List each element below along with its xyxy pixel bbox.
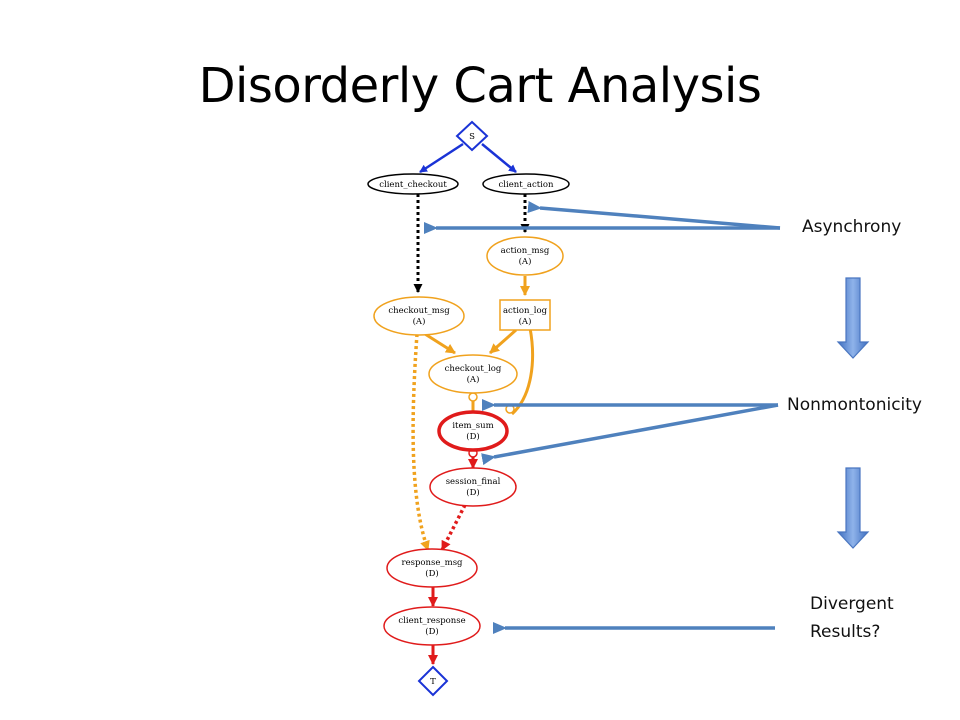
node-client-response: client_response (D) — [383, 606, 481, 646]
edge-checkout-log-to-item-sum — [468, 392, 478, 412]
node-checkout-msg: checkout_msg (A) — [373, 296, 465, 336]
down-arrow-icon — [836, 277, 870, 359]
slide-title: Disorderly Cart Analysis — [198, 58, 762, 114]
divergent-results-line1: Divergent — [810, 594, 894, 614]
svg-text:client_checkout: client_checkout — [379, 180, 447, 190]
svg-text:response_msg: response_msg — [402, 558, 464, 568]
svg-text:(A): (A) — [467, 374, 480, 385]
svg-text:(D): (D) — [425, 626, 438, 637]
edge-session-final-to-response-msg — [440, 504, 467, 551]
svg-text:(A): (A) — [413, 316, 426, 327]
nonmonotonicity-label: Nonmontonicity — [787, 395, 922, 415]
svg-text:checkout_log: checkout_log — [445, 364, 502, 374]
svg-text:(D): (D) — [466, 487, 479, 498]
edge-s-to-client-action — [481, 143, 517, 173]
node-session-final: session_final (D) — [429, 467, 517, 507]
edge-s-to-client-checkout — [419, 142, 464, 174]
edge-checkout-msg-to-response-msg — [411, 333, 430, 551]
down-arrow-icon — [836, 467, 870, 549]
svg-text:action_msg: action_msg — [501, 246, 550, 256]
divergent-results-label: Divergent Results? — [810, 590, 894, 646]
node-start: S — [455, 120, 489, 152]
edge-checkout-msg-to-checkout-log — [424, 332, 456, 355]
callout-arrow-asynchrony-action — [527, 201, 781, 230]
svg-text:T: T — [430, 677, 436, 687]
divergent-results-line2: Results? — [810, 622, 881, 642]
svg-text:S: S — [469, 132, 475, 142]
edge-action-log-to-checkout-log — [489, 328, 517, 355]
asynchrony-label: Asynchrony — [802, 217, 902, 237]
svg-text:client_action: client_action — [499, 180, 554, 190]
svg-text:session_final: session_final — [446, 477, 501, 487]
svg-text:action_log: action_log — [503, 306, 548, 316]
node-action-msg: action_msg (A) — [486, 236, 564, 276]
svg-text:client_response: client_response — [398, 616, 465, 626]
node-client-checkout: client_checkout — [367, 173, 459, 195]
svg-text:(D): (D) — [425, 568, 438, 579]
edge-item-sum-to-session-final — [468, 448, 478, 469]
callout-arrow-nonmonotonicity-session-final — [481, 403, 779, 466]
node-checkout-log: checkout_log (A) — [428, 354, 518, 394]
svg-text:(D): (D) — [466, 431, 479, 442]
node-action-log: action_log (A) — [499, 299, 551, 331]
node-end: T — [417, 665, 449, 697]
node-item-sum: item_sum (D) — [437, 410, 509, 452]
svg-text:(A): (A) — [519, 256, 532, 267]
node-response-msg: response_msg (D) — [386, 548, 478, 588]
svg-text:item_sum: item_sum — [452, 421, 493, 431]
node-client-action: client_action — [482, 173, 570, 195]
svg-text:checkout_msg: checkout_msg — [388, 306, 450, 316]
svg-text:(A): (A) — [519, 316, 532, 327]
